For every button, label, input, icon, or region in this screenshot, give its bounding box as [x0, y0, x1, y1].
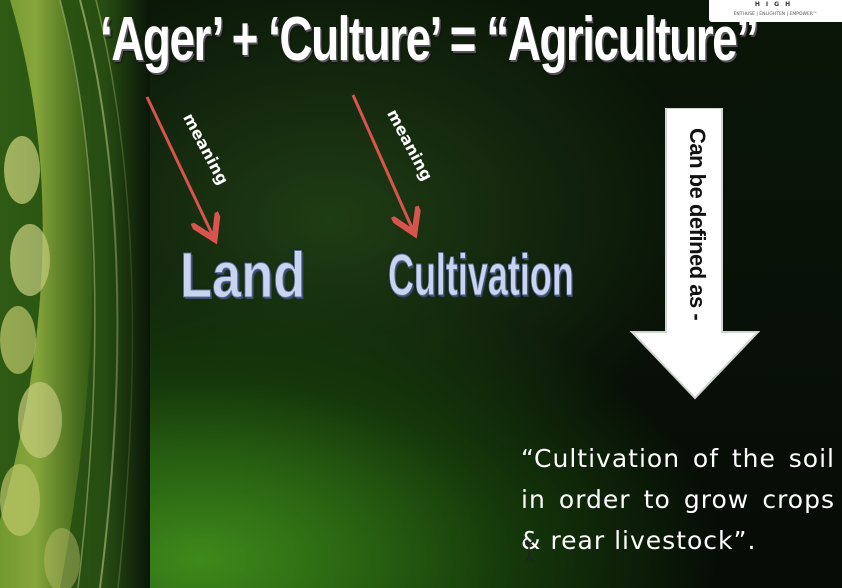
slide-title: ‘Ager’ + ‘Culture’ = “Agriculture” — [100, 5, 759, 74]
left-arrow-label: meaning — [179, 110, 233, 188]
definition-text: “Cultivation of the soil in order to gro… — [521, 444, 835, 555]
down-arrow-label: Can be defined as - — [685, 128, 710, 321]
down-arrow-icon — [630, 108, 760, 400]
right-arrow-label: meaning — [383, 106, 437, 184]
word-cultivation: Cultivation — [388, 243, 574, 309]
wheat-image — [0, 0, 150, 588]
word-land: Land — [180, 239, 306, 312]
logo-tagline: ENTHUSE | ENLIGHTEN | EMPOWER™ — [733, 12, 818, 17]
logo-word: HIGH — [754, 1, 797, 8]
text-cursor-icon — [524, 540, 534, 562]
brand-logo: HIGH ENTHUSE | ENLIGHTEN | EMPOWER™ — [709, 0, 842, 22]
